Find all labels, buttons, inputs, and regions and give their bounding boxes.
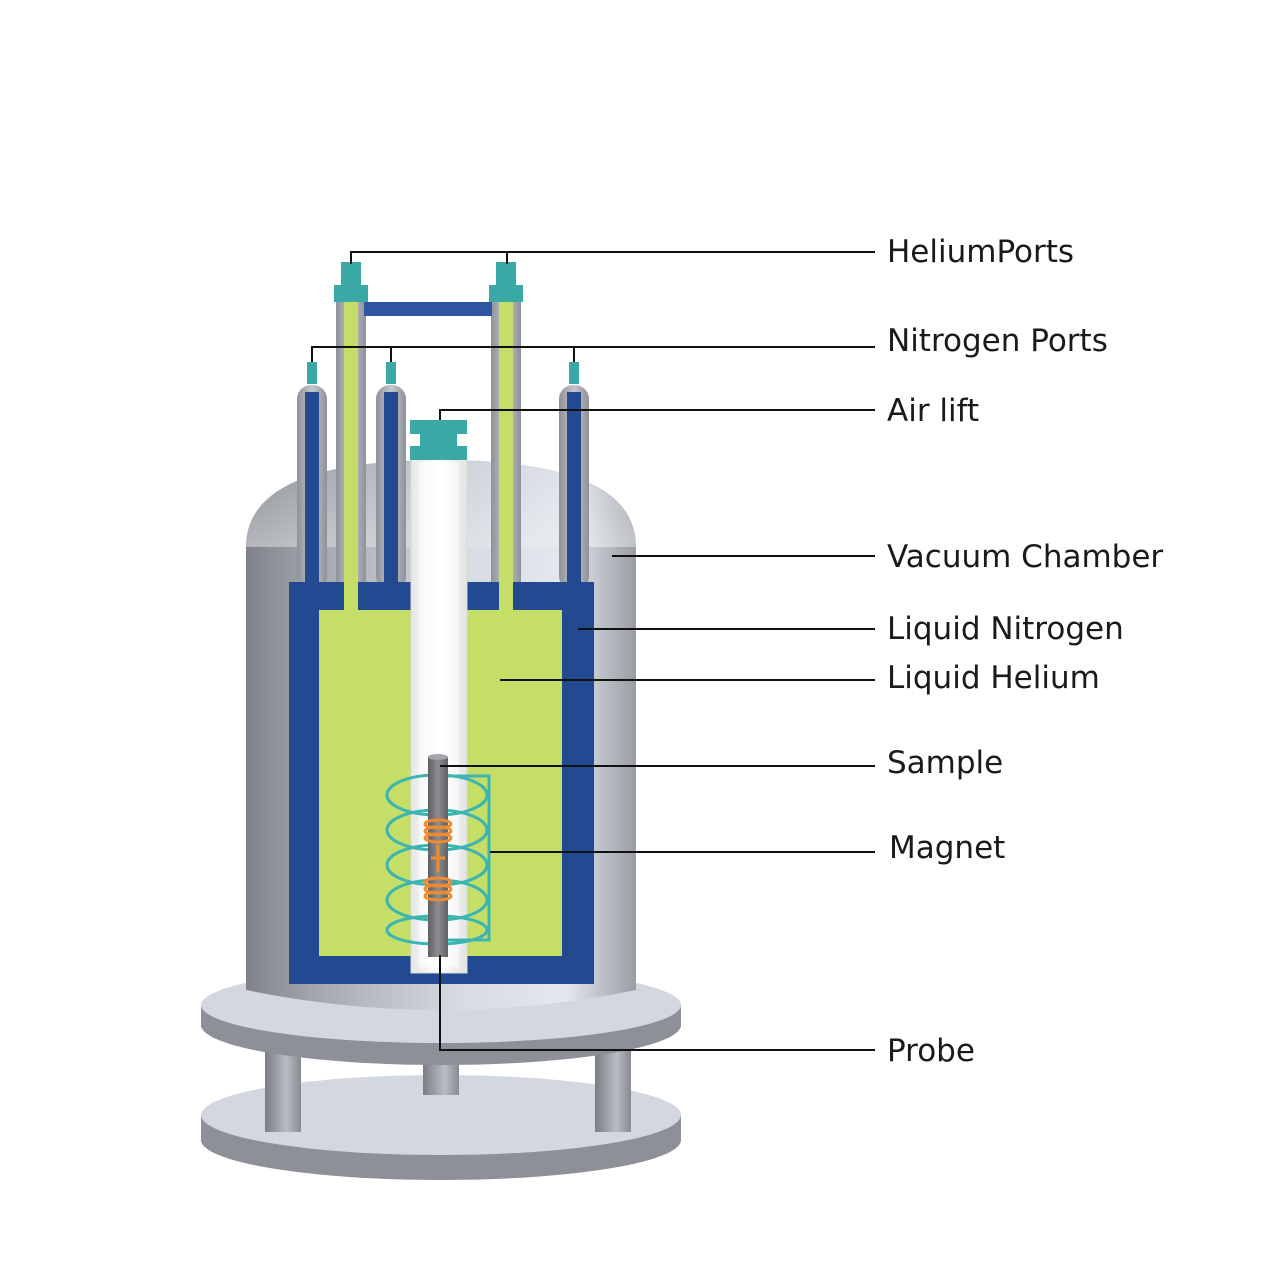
label-liquid-nitrogen: Liquid Nitrogen: [887, 611, 1124, 647]
nitrogen-port-pipes: [297, 362, 589, 592]
sample-tube-top: [428, 754, 448, 760]
he-cap-right-top: [496, 262, 516, 286]
he-pipe-left-inlet: [344, 582, 358, 612]
air-lift-cap-base: [410, 446, 467, 460]
he-cap-left-top: [341, 262, 361, 286]
sample-coil: [423, 818, 453, 902]
air-lift-cap-neck: [420, 432, 457, 446]
label-liquid-helium: Liquid Helium: [887, 660, 1100, 696]
n2-port-cap-2: [386, 362, 396, 384]
leader-nitrogen-ports: [311, 346, 875, 362]
leg-right: [595, 1040, 631, 1132]
n2-pipe-1-fill: [305, 392, 319, 592]
base-stand: [201, 967, 681, 1180]
he-pipe-right-inlet: [499, 582, 513, 612]
helium-port-pipes: [334, 262, 523, 610]
he-pipe-right-fill: [499, 300, 513, 610]
n2-port-cap-3: [569, 362, 579, 384]
leader-air-lift: [439, 409, 875, 420]
n2-pipe-2-fill: [384, 392, 398, 592]
air-lift-cap-top: [410, 420, 467, 434]
labels: HeliumPorts Nitrogen Ports Air lift Vacu…: [887, 234, 1163, 1069]
he-cap-left-base: [334, 285, 368, 302]
label-vacuum-chamber: Vacuum Chamber: [887, 539, 1163, 575]
lower-plate-top: [201, 1075, 681, 1155]
leader-helium-ports: [350, 251, 508, 264]
label-nitrogen-ports: Nitrogen Ports: [887, 323, 1108, 359]
he-pipe-left-fill: [344, 300, 358, 610]
leader-probe: [439, 955, 875, 1051]
he-crossbar: [364, 302, 492, 316]
label-helium-ports: HeliumPorts: [887, 234, 1074, 270]
n2-port-cap-1: [307, 362, 317, 384]
leader-lines: [311, 251, 875, 1051]
he-cap-right-base: [489, 285, 523, 302]
label-sample: Sample: [887, 745, 1003, 781]
label-probe: Probe: [887, 1033, 975, 1069]
n2-pipe-3-fill: [567, 392, 581, 592]
label-air-lift: Air lift: [887, 393, 979, 429]
label-magnet: Magnet: [889, 830, 1005, 866]
